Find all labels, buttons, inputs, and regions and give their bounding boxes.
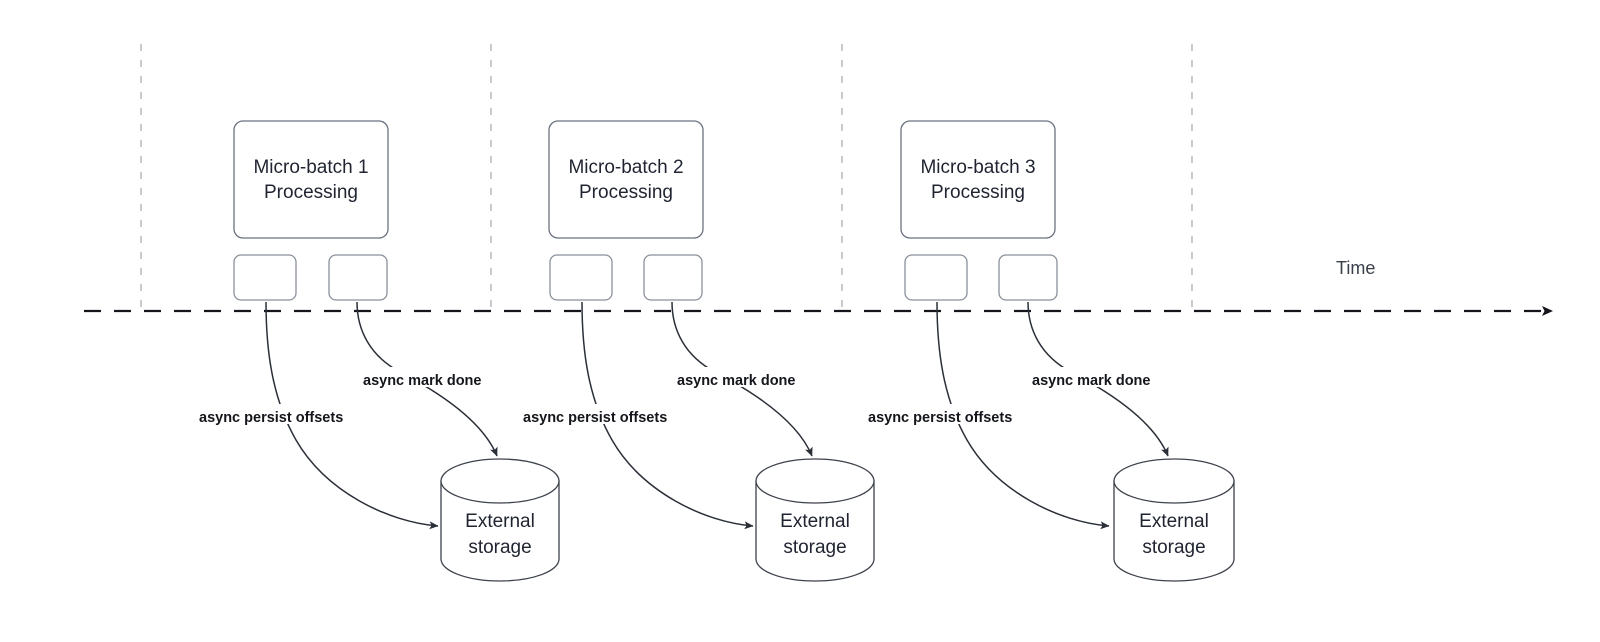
external-storage-1-line1: External [465,511,535,532]
micro-batch-box-2[interactable]: Micro-batch 2 Processing [548,120,704,239]
persist-offsets-label-group-1: async persist offsets [197,404,373,426]
external-storage-2-line1: External [780,511,850,532]
micro-batch-box-3-line1: Micro-batch 3 [920,157,1035,178]
external-storage-1-top [440,458,560,504]
persist-offsets-curve-2 [581,301,754,530]
mark-done-label-bg-2 [676,367,819,387]
external-storage-3-top [1113,458,1235,504]
external-storage-3-line1: External [1139,511,1209,532]
micro-batch-box-1-rect [233,120,389,239]
micro-batch-box-1-line2: Processing [264,182,358,203]
mark-done-label-1: async mark done [363,373,481,389]
task-box-3b[interactable] [998,254,1058,301]
persist-offsets-curve-1 [265,301,439,530]
external-storage-1-line2: storage [468,537,531,558]
external-storage-3[interactable]: External storage [1113,458,1235,582]
task-box-2a[interactable] [549,254,613,301]
task-box-3a[interactable] [904,254,968,301]
external-storage-2[interactable]: External storage [755,458,875,582]
task-box-1b[interactable] [328,254,388,301]
external-storage-1-body [440,480,560,582]
task-box-2a-rect [549,254,613,301]
mark-done-label-3: async mark done [1032,373,1150,389]
persist-offsets-label-bg-2 [521,404,697,424]
mark-done-label-group-2: async mark done [676,367,819,389]
mark-done-label-2: async mark done [677,373,795,389]
persist-offsets-curve-3 [936,301,1110,530]
task-box-3b-rect [998,254,1058,301]
mark-done-label-bg-3 [1031,367,1174,387]
task-box-3a-rect [904,254,968,301]
task-box-1a[interactable] [233,254,297,301]
micro-batch-box-1[interactable]: Micro-batch 1 Processing [233,120,389,239]
persist-offsets-label-bg-1 [197,404,373,424]
mark-done-label-bg-1 [362,367,505,387]
group-1: Micro-batch 1 Processing async mark done… [197,120,560,582]
micro-batch-box-2-line1: Micro-batch 2 [568,157,683,178]
micro-batch-box-3-line2: Processing [931,182,1025,203]
external-storage-2-line2: storage [783,537,846,558]
task-box-2b-rect [643,254,703,301]
group-2: Micro-batch 2 Processing async mark done… [521,120,875,582]
external-storage-1[interactable]: External storage [440,458,560,582]
task-box-1b-rect [328,254,388,301]
persist-offsets-label-bg-3 [866,404,1042,424]
external-storage-2-body [755,480,875,582]
micro-batch-box-2-line2: Processing [579,182,673,203]
micro-batch-box-3-rect [900,120,1056,239]
external-storage-3-body [1113,480,1235,582]
micro-batch-box-3[interactable]: Micro-batch 3 Processing [900,120,1056,239]
task-box-1a-rect [233,254,297,301]
external-storage-3-line2: storage [1142,537,1205,558]
persist-offsets-label-1: async persist offsets [199,410,343,426]
mark-done-label-group-1: async mark done [362,367,505,389]
timeline-axis: Time [84,258,1553,316]
group-3: Micro-batch 3 Processing async mark done… [866,120,1235,582]
external-storage-2-top [755,458,875,504]
mark-done-label-group-3: async mark done [1031,367,1174,389]
persist-offsets-label-group-2: async persist offsets [521,404,697,426]
guide-lines [140,44,1193,313]
persist-offsets-label-group-3: async persist offsets [866,404,1042,426]
micro-batch-box-1-line1: Micro-batch 1 [253,157,368,178]
persist-offsets-label-3: async persist offsets [868,410,1012,426]
persist-offsets-label-2: async persist offsets [523,410,667,426]
time-axis-label: Time [1336,258,1375,278]
task-box-2b[interactable] [643,254,703,301]
micro-batch-box-2-rect [548,120,704,239]
